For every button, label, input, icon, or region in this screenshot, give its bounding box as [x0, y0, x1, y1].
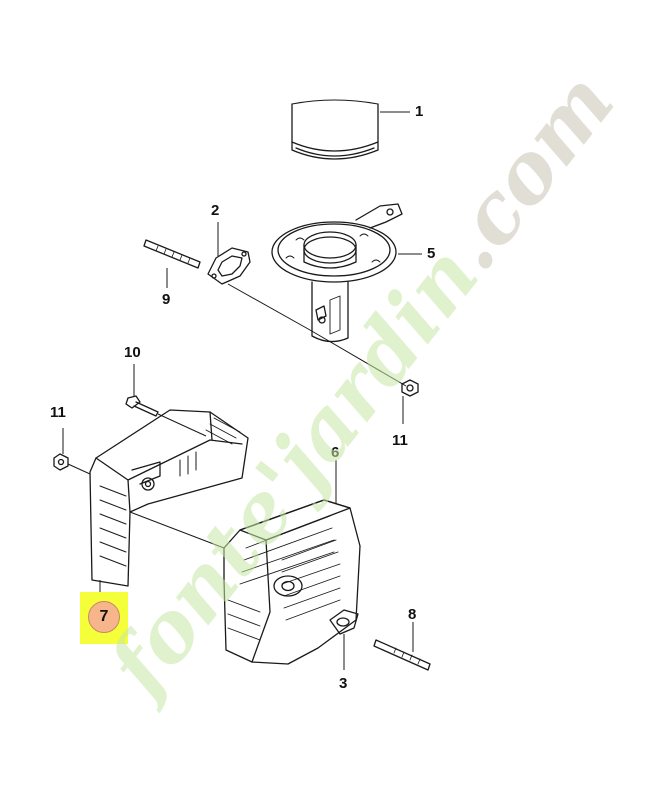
- part-heat-shield-7: [89, 409, 249, 587]
- callout-5[interactable]: 5: [427, 245, 436, 262]
- callout-6[interactable]: 6: [331, 444, 340, 461]
- part-gasket-3: [329, 609, 359, 635]
- part-nut-11-left: [53, 453, 69, 471]
- callout-3[interactable]: 3: [339, 675, 348, 692]
- leader-lines: [62, 111, 422, 670]
- highlighted-callout-7[interactable]: 7: [88, 601, 120, 633]
- part-gasket-2: [207, 247, 251, 285]
- callout-10[interactable]: 10: [124, 344, 141, 361]
- part-stud-8: [373, 639, 431, 671]
- callout-1[interactable]: 1: [415, 103, 424, 120]
- part-air-filter: [291, 99, 379, 160]
- callout-2[interactable]: 2: [211, 202, 220, 219]
- part-bolt-10: [125, 395, 159, 417]
- callout-8[interactable]: 8: [408, 606, 417, 623]
- callout-11-left[interactable]: 11: [50, 404, 66, 421]
- part-muffler-6: [223, 499, 361, 665]
- callout-9[interactable]: 9: [162, 291, 171, 308]
- part-nut-11-right: [401, 379, 419, 397]
- callout-11-right[interactable]: 11: [392, 432, 408, 449]
- part-filter-base: [271, 203, 403, 343]
- part-stud-9: [143, 239, 201, 269]
